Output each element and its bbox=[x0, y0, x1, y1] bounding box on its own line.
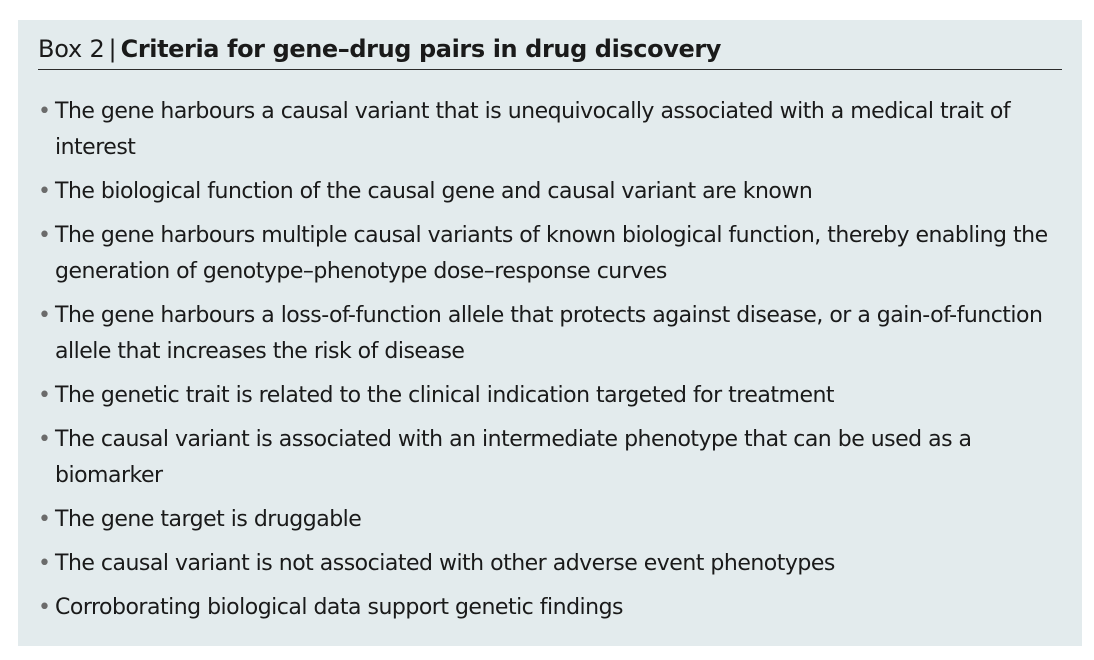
header-separator: | bbox=[108, 35, 117, 63]
bullet-icon: • bbox=[38, 303, 51, 328]
criterion-text: The causal variant is not associated wit… bbox=[55, 551, 835, 576]
criterion-text: The gene target is druggable bbox=[55, 507, 362, 532]
criterion-text: The gene harbours a causal variant that … bbox=[55, 99, 1011, 160]
box-header: Box 2|Criteria for gene–drug pairs in dr… bbox=[38, 34, 1062, 70]
bullet-icon: • bbox=[38, 551, 51, 576]
list-item: •The genetic trait is related to the cli… bbox=[38, 378, 1048, 414]
list-item: •The causal variant is not associated wi… bbox=[38, 546, 1048, 582]
list-item: •The gene harbours a loss-of-function al… bbox=[38, 298, 1048, 370]
list-item: •The gene harbours multiple causal varia… bbox=[38, 218, 1048, 290]
bullet-icon: • bbox=[38, 507, 51, 532]
box-title: Criteria for gene–drug pairs in drug dis… bbox=[120, 35, 722, 63]
bullet-icon: • bbox=[38, 427, 51, 452]
list-item: •The gene harbours a causal variant that… bbox=[38, 94, 1048, 166]
bullet-icon: • bbox=[38, 99, 51, 124]
criterion-text: The genetic trait is related to the clin… bbox=[55, 383, 835, 408]
criterion-text: Corroborating biological data support ge… bbox=[55, 595, 624, 620]
criterion-text: The causal variant is associated with an… bbox=[55, 427, 972, 488]
list-item: •The biological function of the causal g… bbox=[38, 174, 1048, 210]
list-item: •The causal variant is associated with a… bbox=[38, 422, 1048, 494]
criterion-text: The biological function of the causal ge… bbox=[55, 179, 813, 204]
list-item: •Corroborating biological data support g… bbox=[38, 590, 1048, 626]
bullet-icon: • bbox=[38, 383, 51, 408]
bullet-icon: • bbox=[38, 223, 51, 248]
criterion-text: The gene harbours multiple causal varian… bbox=[55, 223, 1048, 284]
criteria-list: •The gene harbours a causal variant that… bbox=[38, 94, 1048, 634]
list-item: •The gene target is druggable bbox=[38, 502, 1048, 538]
box-label: Box 2 bbox=[38, 35, 105, 63]
bullet-icon: • bbox=[38, 179, 51, 204]
bullet-icon: • bbox=[38, 595, 51, 620]
criterion-text: The gene harbours a loss-of-function all… bbox=[55, 303, 1043, 364]
box-panel: Box 2|Criteria for gene–drug pairs in dr… bbox=[18, 20, 1082, 646]
